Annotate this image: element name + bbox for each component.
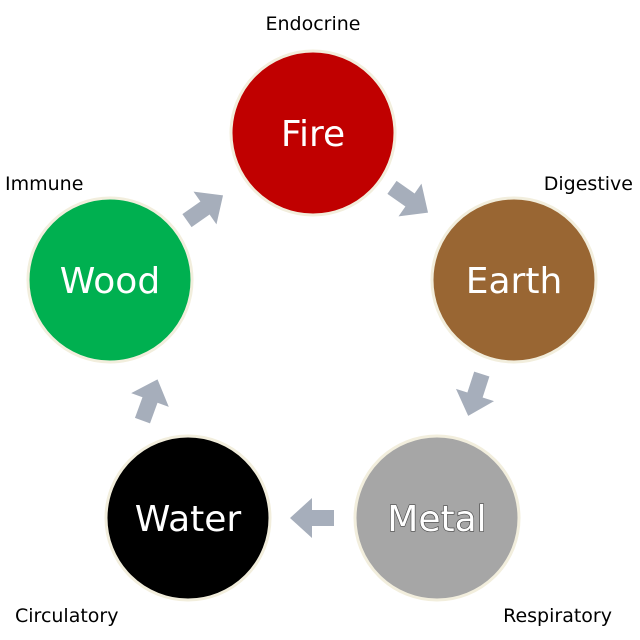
earth-label: Earth [466, 261, 563, 302]
arrow-fire-to-earth [387, 180, 429, 217]
arrow-metal-to-water [290, 498, 334, 538]
endocrine-label: Endocrine [266, 13, 361, 35]
wood-circle [26, 196, 194, 364]
arrow-earth-to-metal [455, 371, 495, 416]
circulatory-label: Circulatory [15, 605, 118, 627]
metal-label: Metal [387, 499, 486, 540]
fire-circle [229, 49, 397, 217]
water-label: Water [135, 499, 242, 540]
immune-label: Immune [5, 173, 83, 195]
metal-circle [353, 434, 521, 602]
wood-label: Wood [60, 261, 160, 302]
element-fire: Fire Endocrine [229, 13, 397, 217]
element-wood: Wood Immune [5, 173, 194, 364]
cycle-arrows [131, 180, 495, 538]
element-water: Water Circulatory [15, 434, 272, 627]
arrow-water-to-wood [131, 379, 169, 424]
element-earth: Earth Digestive [430, 173, 633, 364]
earth-circle [430, 196, 598, 364]
water-circle [104, 434, 272, 602]
arrow-wood-to-fire [182, 191, 224, 228]
respiratory-label: Respiratory [503, 605, 612, 627]
fire-label: Fire [281, 114, 345, 155]
element-metal: Metal Respiratory [353, 434, 612, 627]
digestive-label: Digestive [544, 173, 633, 195]
